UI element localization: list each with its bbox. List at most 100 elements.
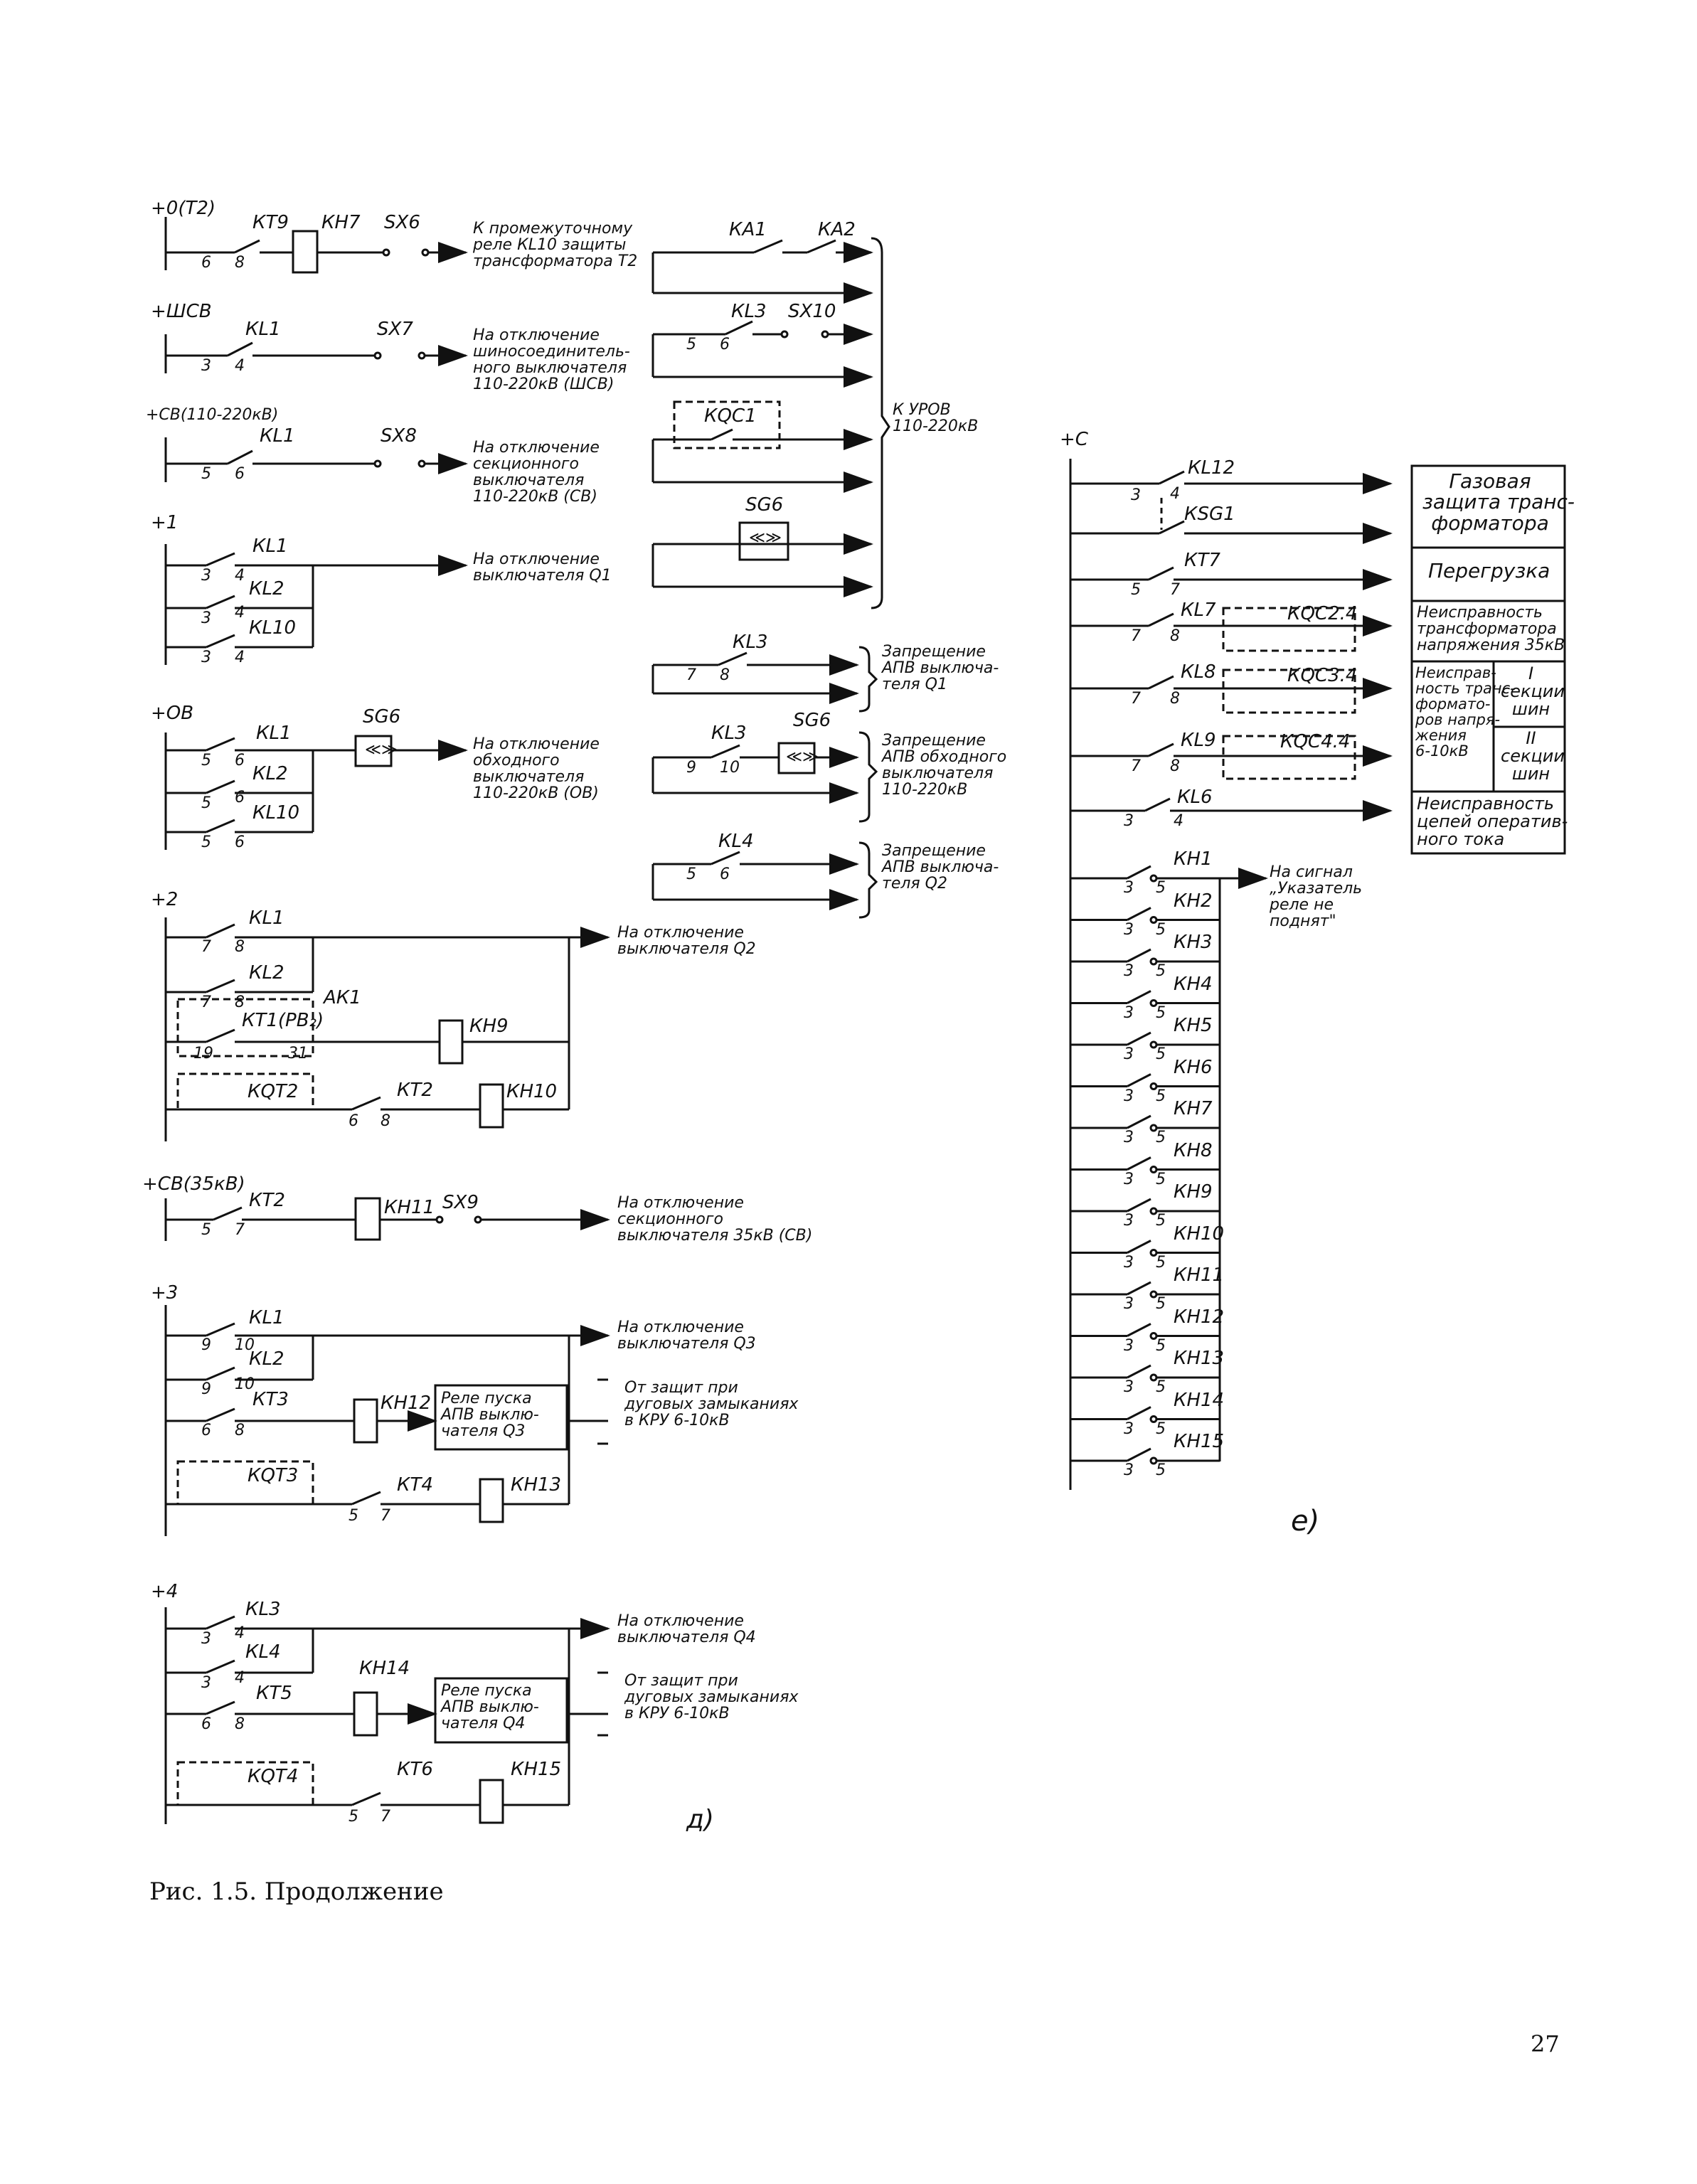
pin: 7 xyxy=(381,1808,390,1826)
device-kqc1: КQС1 xyxy=(704,405,757,427)
kh-contact-blade xyxy=(1127,1073,1151,1087)
signal-cell-opcur: Неисправность цепей оператив- ного тока xyxy=(1417,794,1568,850)
device-kl12: КL12 xyxy=(1188,457,1235,479)
device-kqt2: КQТ2 xyxy=(248,1081,299,1102)
pin: 4 xyxy=(1174,812,1183,830)
kh-contact-blade xyxy=(1127,1364,1151,1379)
device-kt1: КТ1(РВ₂) xyxy=(242,1010,324,1031)
pin: 6 xyxy=(201,254,211,272)
label-urov: К УРОВ 110-220кВ xyxy=(893,401,979,436)
pin: 6 xyxy=(720,865,730,883)
kh-contact-blade xyxy=(1127,865,1151,880)
pin: 8 xyxy=(1170,690,1180,708)
device-ak1: АК1 xyxy=(324,987,361,1008)
kh-contact-blade xyxy=(1127,1281,1151,1296)
pin: 5 xyxy=(1156,962,1166,980)
label-ban-q2: Запрещение АПВ выключа- теля Q2 xyxy=(882,842,999,893)
pin: 3 xyxy=(1124,920,1134,939)
device-kl3: КL3 xyxy=(733,632,768,653)
signal-cell-sec1: I секции шин xyxy=(1501,664,1565,720)
device-sx8: SX8 xyxy=(381,425,417,447)
kh-contact-blade xyxy=(1127,1198,1151,1213)
device-kl3: КL3 xyxy=(731,301,767,322)
pin: 8 xyxy=(235,1715,245,1733)
pin: 3 xyxy=(201,1674,211,1692)
device-kt5: КТ5 xyxy=(256,1683,292,1704)
device-kt7: КТ7 xyxy=(1184,550,1220,571)
pin: 3 xyxy=(1124,1003,1134,1022)
device-kl1: КL1 xyxy=(245,319,281,340)
pin: 4 xyxy=(1170,485,1180,503)
pin: 7 xyxy=(381,1507,390,1525)
pin: 5 xyxy=(1156,920,1166,939)
device-kh-label: КН5 xyxy=(1174,1015,1213,1036)
device-kt2: КТ2 xyxy=(249,1190,285,1211)
device-kh7: КН7 xyxy=(321,212,361,233)
bus-sv35: +СВ(35кВ) xyxy=(142,1173,245,1195)
device-sg6: SG6 xyxy=(793,710,831,731)
device-kh-label: КН2 xyxy=(1174,890,1213,912)
label-apv-q4: Реле пуска АПВ выклю- чателя Q4 xyxy=(441,1682,539,1733)
pin: 8 xyxy=(1170,627,1180,645)
device-sx7: SX7 xyxy=(377,319,413,340)
device-kqc44: КQС4.4 xyxy=(1280,731,1351,752)
device-kt4: КТ4 xyxy=(397,1474,433,1496)
pin: 8 xyxy=(235,254,245,272)
pin: 5 xyxy=(1156,1087,1166,1105)
device-kl2: КL2 xyxy=(252,763,288,784)
pin: 7 xyxy=(235,1221,245,1239)
kh-contact-blade xyxy=(1127,948,1151,963)
pin: 3 xyxy=(1124,1170,1134,1188)
device-kh13: КН13 xyxy=(511,1474,562,1496)
device-kh10: КН10 xyxy=(506,1081,558,1102)
pin: 6 xyxy=(201,1422,211,1439)
pin: 5 xyxy=(201,1221,211,1239)
device-ksg1: КSG1 xyxy=(1184,504,1235,525)
label-off-ov: На отключение обходного выключателя 110-… xyxy=(473,735,600,803)
kh-contact-blade xyxy=(1127,1031,1151,1046)
pin: 5 xyxy=(1156,1461,1166,1479)
device-kh-label: КН4 xyxy=(1174,973,1213,995)
device-kh11: КН11 xyxy=(384,1197,435,1218)
kh-contact-blade xyxy=(1127,1406,1151,1420)
kh-contact-blade xyxy=(1127,907,1151,921)
pin: 6 xyxy=(235,789,245,806)
device-kl1: КL1 xyxy=(249,1307,284,1328)
bus-3: +3 xyxy=(151,1282,179,1304)
pin: 3 xyxy=(201,567,211,585)
pin: 3 xyxy=(1131,486,1141,504)
device-kl3: КL3 xyxy=(711,723,747,744)
device-kl10: КL10 xyxy=(249,617,297,639)
pin: 6 xyxy=(720,336,730,353)
pin: 8 xyxy=(1170,757,1180,775)
pin: 9 xyxy=(201,1336,211,1354)
pin: 7 xyxy=(201,938,211,956)
signal-cell-volt610: Неисправ- ность транс- формато- ров напр… xyxy=(1415,664,1516,760)
pin: 3 xyxy=(1124,1295,1134,1313)
device-kh12: КН12 xyxy=(381,1392,432,1414)
pin: 5 xyxy=(349,1808,358,1826)
device-kh-label: КН12 xyxy=(1174,1306,1225,1328)
kh-contact-blade xyxy=(1127,1240,1151,1254)
device-kqc34: КQС3.4 xyxy=(1287,665,1358,686)
device-kl4: КL4 xyxy=(718,831,754,852)
pin: 5 xyxy=(1156,1212,1166,1230)
pin: 6 xyxy=(235,752,245,769)
device-kh-label: КН3 xyxy=(1174,932,1213,953)
device-kqc24: КQС2.4 xyxy=(1287,603,1358,624)
device-kt3: КТ3 xyxy=(252,1389,289,1410)
label-signal: На сигнал „Указатель реле не поднят" xyxy=(1270,863,1363,931)
device-kl9: КL9 xyxy=(1181,730,1216,751)
device-kh-label: КН9 xyxy=(1174,1181,1213,1203)
device-kt9: КТ9 xyxy=(252,212,289,233)
pin: 3 xyxy=(1124,962,1134,980)
label-ban-ov: Запрещение АПВ обходного выключателя 110… xyxy=(882,732,1007,799)
label-off-sv35: На отключение секционного выключателя 35… xyxy=(617,1194,813,1245)
device-kh9: КН9 xyxy=(469,1016,509,1037)
pin: 8 xyxy=(235,938,245,956)
pin: 4 xyxy=(235,357,245,375)
bus-2: +2 xyxy=(151,889,179,910)
device-kh14: КН14 xyxy=(359,1658,410,1679)
pin: 3 xyxy=(1124,1336,1134,1355)
